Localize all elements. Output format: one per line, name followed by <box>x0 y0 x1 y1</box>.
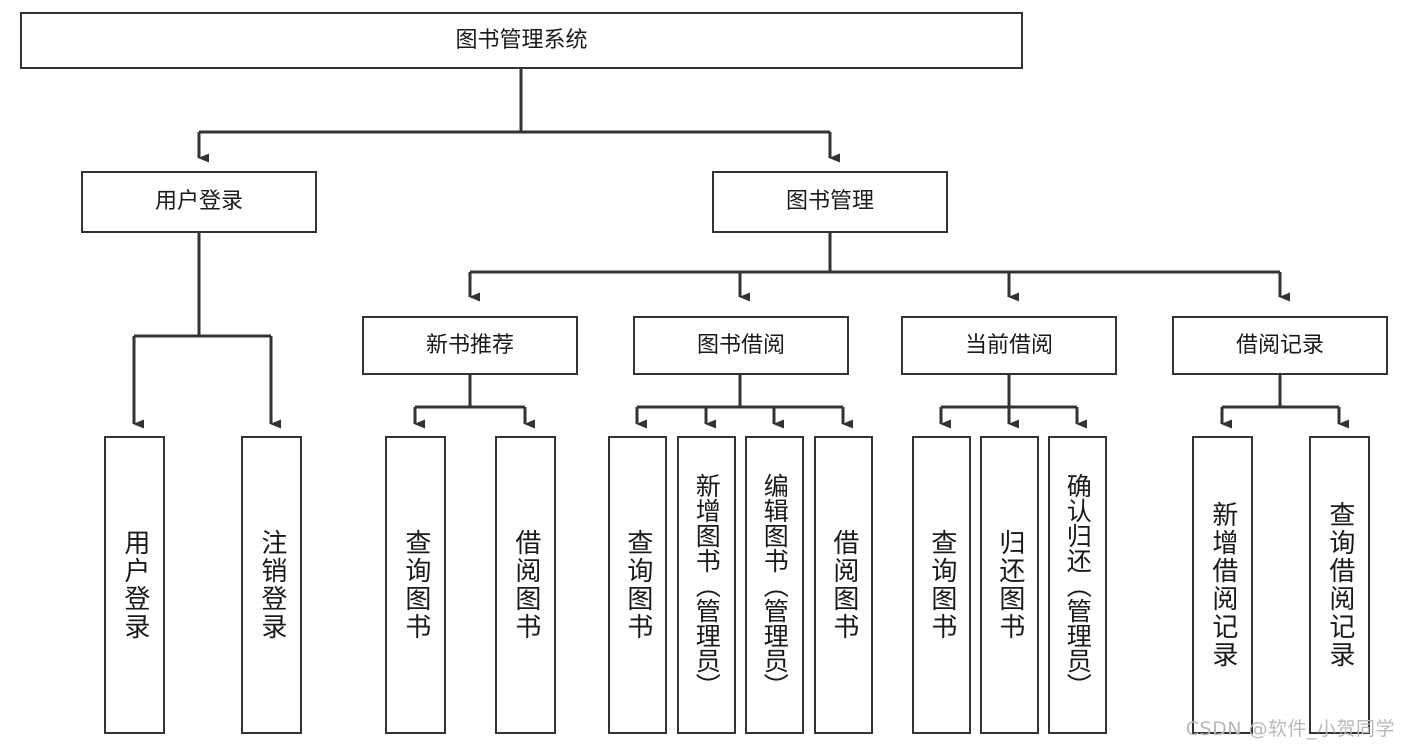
leaf-confirm-return-admin[interactable]: 确认归还（管理员） <box>1048 436 1107 734</box>
leaf-query-book-newbook[interactable]: 查询图书 <box>385 436 446 734</box>
leaf-borrow-book[interactable]: 借阅图书 <box>814 436 873 734</box>
node-new-book-recommend[interactable]: 新书推荐 <box>362 316 578 375</box>
leaf-user-login[interactable]: 用户登录 <box>104 436 165 734</box>
leaf-add-borrow-record[interactable]: 新增借阅记录 <box>1192 436 1253 734</box>
leaf-edit-book-admin[interactable]: 编辑图书（管理员） <box>745 436 804 734</box>
node-book-management[interactable]: 图书管理 <box>712 171 948 233</box>
leaf-query-borrow-record[interactable]: 查询借阅记录 <box>1309 436 1370 734</box>
leaf-borrow-book-newbook[interactable]: 借阅图书 <box>495 436 556 734</box>
node-book-borrow[interactable]: 图书借阅 <box>633 316 849 375</box>
leaf-logout[interactable]: 注销登录 <box>241 436 302 734</box>
node-borrow-records[interactable]: 借阅记录 <box>1172 316 1388 375</box>
leaf-query-book-current[interactable]: 查询图书 <box>912 436 971 734</box>
node-root-system[interactable]: 图书管理系统 <box>20 12 1023 69</box>
leaf-query-book-borrow[interactable]: 查询图书 <box>608 436 667 734</box>
watermark-text: CSDN @软件_小贺同学 <box>1185 718 1395 740</box>
node-current-borrow[interactable]: 当前借阅 <box>901 316 1117 375</box>
node-user-login[interactable]: 用户登录 <box>81 171 317 233</box>
leaf-add-book-admin[interactable]: 新增图书（管理员） <box>677 436 736 734</box>
leaf-return-book[interactable]: 归还图书 <box>980 436 1039 734</box>
